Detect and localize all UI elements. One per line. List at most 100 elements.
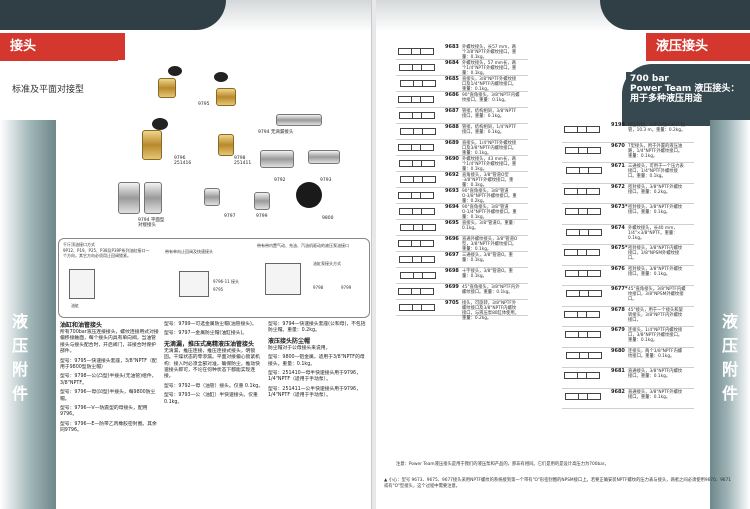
fitting-drawing-icon — [398, 46, 442, 57]
fitting-drawing-icon — [398, 62, 442, 73]
fitting-drawing-icon — [564, 391, 608, 402]
coupler-flatface-image — [118, 182, 140, 214]
fitting-description: 管接，结构相同，1/4"NPTF接口。重量：0.1kg。 — [462, 125, 517, 135]
coupler-flatface2-image — [144, 182, 162, 214]
col3-heading: 液压接头防尘帽 — [268, 337, 311, 345]
dust-cap-icon — [152, 118, 168, 130]
fitting-drawing-icon — [398, 142, 442, 153]
fitting-model: 9672 — [611, 183, 625, 190]
label-9797: 9797 — [224, 214, 236, 219]
fitting-drawing-icon — [398, 126, 442, 137]
fitting-drawing-icon — [564, 124, 608, 135]
fitting-model: 9699 — [445, 284, 459, 290]
fitting-description: 密封接头，3/8"NPTF外螺纹接口。重量：0.1kg。 — [628, 205, 683, 215]
fitting-model: 9685 — [445, 76, 459, 82]
right-page: 液压接头 700 bar Power Team 液压接头： 用于多种液压用途 液… — [376, 0, 750, 509]
fitting-model: 9693 — [445, 188, 459, 194]
fitting-drawing-icon — [564, 206, 608, 217]
section-subtitle: 700 bar Power Team 液压接头： 用于多种液压用途 — [626, 72, 746, 106]
fitting-description: 十字接头，3/8"管道O。重量：0.1kg。 — [462, 269, 513, 279]
label-9800: 9800 — [322, 216, 334, 221]
fitting-model: 9679 — [611, 327, 625, 333]
fitting-drawing-icon — [398, 222, 442, 233]
fitting-drawing-icon — [564, 227, 608, 238]
fitting-drawing-icon — [398, 78, 442, 89]
fitting-model: 9686 — [445, 92, 459, 98]
fitting-drawing-icon — [398, 270, 442, 281]
fitting-drawing-icon — [564, 309, 608, 320]
fitting-drawing-icon — [564, 268, 608, 279]
diagram-9796: 9796-11 接头 — [213, 279, 239, 284]
top-dark-band — [600, 0, 750, 30]
fitting-drawing-icon — [398, 174, 442, 185]
label-9794-flat: 9794 平面型 对接接头 — [138, 218, 165, 228]
connection-diagram: 千斤顶油接口方式 9P12、P19、P25、P38及P39P系列油缸接口一个方向… — [58, 238, 370, 318]
side-bar: 液 压 附 件 — [710, 120, 750, 509]
fitting-description: 直接头，3/8"管道O。重量：0.1kg。 — [462, 221, 518, 231]
side-bar: 液 压 附 件 — [0, 120, 56, 509]
top-dark-band — [0, 0, 226, 30]
fitting-model: 9674 — [611, 224, 625, 231]
fitting-description: 外螺纹接头，43 mm长，两个1/4"NPTF外螺纹接口。重量：0.1kg。 — [462, 157, 517, 172]
side-label: 液 压 附 件 — [721, 312, 738, 403]
rubber-cap-9800-image — [296, 182, 322, 208]
diagram-9799: 9799 — [341, 285, 352, 290]
fitting-model: 9678 — [611, 306, 625, 313]
fitting-drawing-icon — [564, 145, 608, 156]
fitting-model: 9692 — [445, 172, 459, 178]
diagram-desc: 9P12、P19、P25、P38及P39P系列油缸接口一个方向，其它方向必须用止… — [63, 248, 150, 258]
fitting-description: 液压管接，3/8"外径×360°接管，10.3 m。重量：0.2kg。 — [628, 123, 686, 133]
fitting-model: 9698 — [445, 268, 459, 274]
fitting-description: 90°直角接头，3/8"管道O·1/4"NPTF外螺纹接口。重量：0.1kg。 — [462, 205, 517, 220]
fitting-row: 9673*密封接头，3/8"NPTF外螺纹接口。重量：0.1kg。 — [562, 204, 694, 225]
fitting-model: 9670 — [611, 142, 625, 149]
section-title: 接头 — [0, 33, 125, 61]
fitting-model: 9696 — [445, 236, 459, 242]
label-9798: 9798 251411 — [234, 156, 252, 166]
dust-cap-icon — [168, 66, 182, 76]
diagram-title: 千斤顶油接口方式 — [63, 242, 95, 247]
fitting-model: 9683 — [445, 44, 459, 50]
fitting-description: 外螺纹接头，57 mm长，两个1/4"NPTF外螺纹接口。重量：0.1kg。 — [462, 61, 517, 76]
coupler-9795-image — [158, 78, 176, 98]
fitting-description: 90°直角接头，3/8"NPTF内螺纹接口。重量：0.1kg。 — [462, 93, 520, 103]
fitting-model: 9697 — [445, 252, 459, 258]
diagram-pump-conn: 油缸泵接头方式 — [313, 261, 341, 266]
fitting-description: 45°接头，用于一个接头和旋转接头，3/8"NPTF内外螺纹接口。 — [628, 307, 683, 323]
text-column-2: 型号：9799—可选金属防尘帽(油管接头)。 型号：9797—金属防尘帽(油缸接… — [164, 322, 264, 405]
cap-9799-image — [254, 192, 270, 210]
label-9794: 9794 无滴漏接头 — [258, 130, 294, 135]
fitting-model: 9681 — [611, 368, 625, 374]
cylinder-shape — [69, 269, 95, 299]
fitting-row: 9677*45°直角接头，3/8"NPTF内螺纹接口，3/8"NPSM外螺纹接口… — [562, 286, 694, 307]
fitting-drawing-icon — [398, 110, 442, 121]
fitting-description: 90°直角接头，3/8"管道O·3/8"NPTF外螺纹接口。重量：0.2kg。 — [462, 189, 517, 204]
diagram-9795: 9795 — [213, 287, 224, 292]
fitting-description: 三通接头，可用于一个压力表接口，1/4"NPTF外螺纹接口。重量：0.1kg。 — [628, 164, 684, 179]
fitting-model: 9689 — [445, 140, 459, 146]
fitting-drawing-icon — [564, 186, 608, 197]
fitting-drawing-icon — [564, 350, 608, 361]
fitting-model: 9690 — [445, 156, 459, 162]
fitting-model: 9680 — [611, 347, 625, 354]
fitting-description: 连接头，1/4"NPTF内螺纹接口，3/8"NPTF外螺纹接口。重量：0.1kg… — [628, 328, 683, 343]
fitting-description: 连接头，两个3/8"NPTF内螺纹接口。重量：0.1kg。 — [628, 348, 683, 359]
